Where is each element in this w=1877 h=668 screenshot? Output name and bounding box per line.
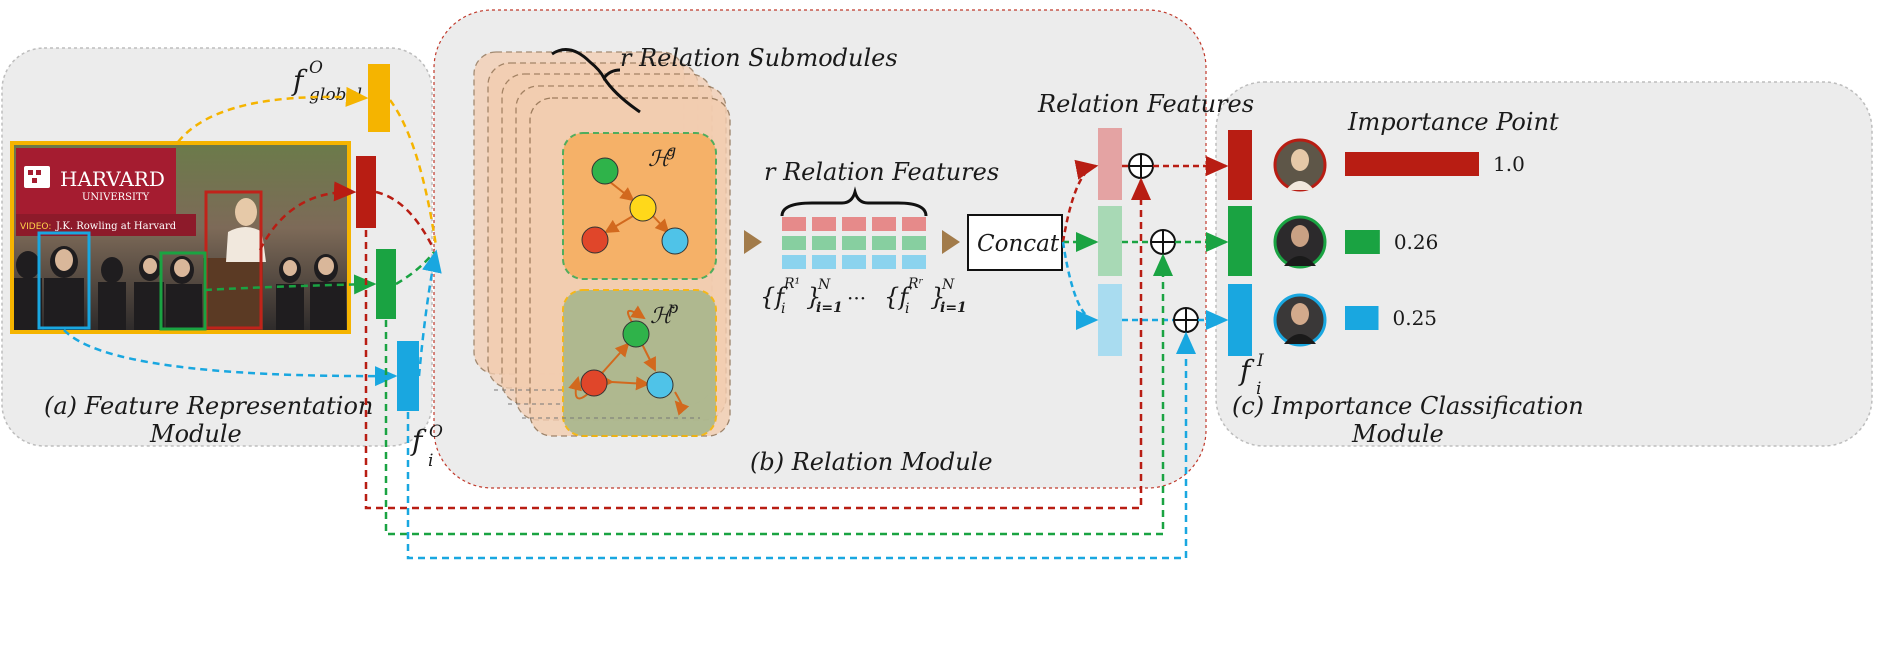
score-label-man-blue: 0.25 bbox=[1393, 306, 1438, 330]
svg-text:i: i bbox=[905, 301, 909, 317]
submodules-brace bbox=[551, 48, 641, 114]
importance-title: Importance Point bbox=[1347, 108, 1559, 136]
score-label-woman-speaker: 1.0 bbox=[1493, 152, 1525, 176]
feature-module-caption: (a) Feature Representation bbox=[44, 392, 373, 420]
red-connector bbox=[258, 181, 357, 251]
skip-connection-green bbox=[384, 253, 1173, 536]
svg-text:O: O bbox=[429, 422, 443, 442]
svg-text:}: } bbox=[930, 283, 945, 311]
red-to-center bbox=[375, 190, 436, 251]
relation-set-right: {f Rʳ i } N i=1 bbox=[884, 276, 967, 317]
svg-text:Rʳ: Rʳ bbox=[907, 276, 924, 292]
svg-text:R¹: R¹ bbox=[783, 276, 800, 292]
speaker-feature-bar bbox=[356, 156, 376, 228]
concat-label: Concat bbox=[977, 231, 1060, 257]
video-banner-text: J.K. Rowling at Harvard bbox=[55, 221, 177, 232]
green-to-center bbox=[395, 251, 435, 286]
skip-connection-red bbox=[364, 177, 1151, 510]
plus-node-blue bbox=[1173, 307, 1199, 333]
svg-text:g: g bbox=[666, 141, 676, 160]
global-feature-bar bbox=[368, 64, 390, 132]
brown-arrow-2 bbox=[942, 230, 960, 254]
relation-module-caption: (b) Relation Module bbox=[750, 448, 993, 476]
avatar-green-person bbox=[1273, 215, 1327, 269]
harvard-shield-icon bbox=[24, 166, 50, 188]
importance-module-caption: (c) Importance Classification bbox=[1232, 392, 1584, 420]
relation-feature-bar-green bbox=[1098, 206, 1122, 276]
avatar-blue-person bbox=[1273, 293, 1327, 347]
svg-text:ℋ: ℋ bbox=[648, 147, 673, 172]
concat-box bbox=[967, 214, 1063, 271]
graph-node-blue bbox=[661, 227, 689, 255]
score-bar-man-green bbox=[1345, 230, 1380, 254]
concat-to-blue bbox=[1061, 241, 1099, 330]
pairwise-graph-label: ℋ p bbox=[650, 298, 678, 329]
svg-text:I: I bbox=[1256, 351, 1264, 371]
score-label-man-green: 0.26 bbox=[1394, 230, 1439, 254]
green-person-feature-bar bbox=[376, 249, 396, 319]
relation-set-left: {f R¹ i } N i=1 bbox=[760, 276, 843, 317]
graph-node-yellow bbox=[629, 194, 657, 222]
input-image: HARVARD UNIVERSITY VIDEO: J.K. Rowling a… bbox=[10, 141, 351, 334]
pairwise-graph-box bbox=[562, 289, 717, 437]
svg-text:i: i bbox=[781, 301, 785, 317]
plus-node-red bbox=[1128, 153, 1154, 179]
r-relation-features-label: r Relation Features bbox=[764, 158, 999, 186]
relation-feature-grid bbox=[782, 217, 926, 269]
svg-text:p: p bbox=[668, 298, 678, 317]
svg-text:N: N bbox=[941, 277, 955, 293]
importance-score-bars: 1.0 0.26 0.25 bbox=[1345, 152, 1525, 330]
blue-connector bbox=[63, 329, 398, 387]
svg-text:i: i bbox=[1256, 379, 1261, 399]
relation-features-brace bbox=[780, 186, 928, 217]
svg-text:i=1: i=1 bbox=[816, 300, 843, 316]
green-connector bbox=[204, 274, 377, 295]
bbox-blue-person bbox=[37, 231, 91, 330]
blue-person-feature-bar bbox=[397, 341, 419, 411]
relation-feature-bar-red bbox=[1098, 128, 1122, 200]
svg-text:global: global bbox=[309, 85, 362, 105]
svg-text:i: i bbox=[428, 451, 433, 471]
svg-text:O: O bbox=[309, 58, 323, 78]
score-bar-man-blue bbox=[1345, 306, 1379, 330]
score-bar-woman-speaker bbox=[1345, 152, 1479, 176]
plus-node-green bbox=[1150, 229, 1176, 255]
skip-connection-blue bbox=[406, 331, 1196, 560]
pair-node-red bbox=[580, 369, 608, 397]
svg-text:{f: {f bbox=[884, 283, 912, 311]
pair-node-green bbox=[622, 320, 650, 348]
yellow-to-center bbox=[388, 99, 438, 247]
submodules-label: r Relation Submodules bbox=[620, 44, 898, 72]
svg-text:}: } bbox=[806, 283, 821, 311]
global-graph-label: ℋ g bbox=[648, 141, 676, 172]
feature-module-caption-2: Module bbox=[149, 420, 242, 448]
importance-module-caption-2: Module bbox=[1351, 420, 1444, 448]
yellow-connector bbox=[177, 86, 369, 143]
brown-arrow-1 bbox=[744, 230, 762, 254]
video-banner-prefix: VIDEO: bbox=[20, 222, 51, 232]
bbox-green-person bbox=[159, 251, 207, 331]
importance-bar-red bbox=[1228, 130, 1252, 200]
harvard-logo-subtext: UNIVERSITY bbox=[82, 192, 150, 203]
graph-node-red bbox=[581, 226, 609, 254]
importance-bar-blue bbox=[1228, 284, 1252, 356]
relation-features-label: Relation Features bbox=[1037, 90, 1254, 118]
relation-ellipsis: ··· bbox=[847, 286, 866, 310]
svg-text:ℋ: ℋ bbox=[650, 304, 675, 329]
svg-text:N: N bbox=[817, 277, 831, 293]
graph-node-green bbox=[591, 157, 619, 185]
avatar-speaker bbox=[1273, 138, 1327, 192]
blue-to-center bbox=[417, 249, 442, 377]
svg-text:{f: {f bbox=[760, 283, 788, 311]
concat-to-red bbox=[1061, 159, 1099, 243]
importance-bar-green bbox=[1228, 206, 1252, 276]
harvard-logo-text: HARVARD bbox=[60, 167, 165, 191]
relation-feature-bar-blue bbox=[1098, 284, 1122, 356]
svg-text:i=1: i=1 bbox=[940, 300, 967, 316]
pair-node-blue bbox=[646, 371, 674, 399]
